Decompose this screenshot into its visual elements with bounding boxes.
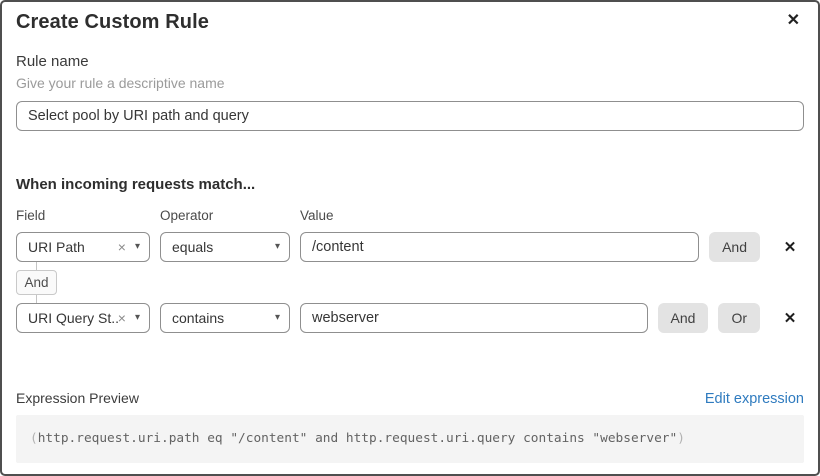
expression-code-block: (http.request.uri.path eq "/content" and… [16,415,804,463]
clear-icon[interactable]: × [117,239,126,255]
add-and-condition-button[interactable]: And [657,303,709,333]
field-select[interactable]: URI Path × ▾ [16,232,150,262]
value-column-label: Value [300,208,334,223]
operator-select[interactable]: contains ▾ [160,303,290,333]
chevron-down-icon: ▾ [134,241,140,252]
rule-name-input[interactable] [16,101,804,131]
field-select[interactable]: URI Query St... × ▾ [16,303,150,333]
rule-name-helper: Give your rule a descriptive name [16,75,225,91]
condition-connector: And [16,262,57,303]
chevron-down-icon: ▾ [274,312,280,323]
condition-row: URI Path × ▾ equals ▾ And ✕ [16,232,804,262]
add-or-condition-button[interactable]: Or [718,303,760,333]
expression-preview-label: Expression Preview [16,390,139,406]
expression-preview-header: Expression Preview Edit expression [16,390,804,407]
field-column-label: Field [16,208,46,223]
edit-expression-link[interactable]: Edit expression [704,391,804,407]
operator-select-value: equals [172,239,214,255]
connector-line [36,295,37,303]
field-select-value: URI Query St... [28,310,118,326]
add-and-condition-button[interactable]: And [709,232,760,262]
connector-line [36,262,37,270]
rule-name-label: Rule name [16,53,89,70]
close-icon[interactable]: ✕ [786,12,800,29]
expression-open-paren: ( [30,431,38,446]
condition-row: URI Query St... × ▾ contains ▾ And Or ✕ [16,303,804,333]
operator-column-label: Operator [160,208,214,223]
field-select-value: URI Path [28,239,85,255]
value-input[interactable] [300,303,648,333]
operator-select-value: contains [172,310,225,326]
clear-icon[interactable]: × [117,310,126,326]
connector-and-chip: And [16,270,57,295]
operator-select[interactable]: equals ▾ [160,232,290,262]
chevron-down-icon: ▾ [134,312,140,323]
expression-close-paren: ) [677,431,685,446]
chevron-down-icon: ▾ [274,241,280,252]
remove-row-icon[interactable]: ✕ [783,239,797,256]
condition-column-labels: Field Operator Value [16,208,804,223]
page-title: Create Custom Rule [16,11,209,33]
remove-row-icon[interactable]: ✕ [783,310,797,327]
value-input[interactable] [300,232,700,262]
match-heading: When incoming requests match... [16,176,256,193]
expression-body: http.request.uri.path eq "/content" and … [37,431,678,446]
